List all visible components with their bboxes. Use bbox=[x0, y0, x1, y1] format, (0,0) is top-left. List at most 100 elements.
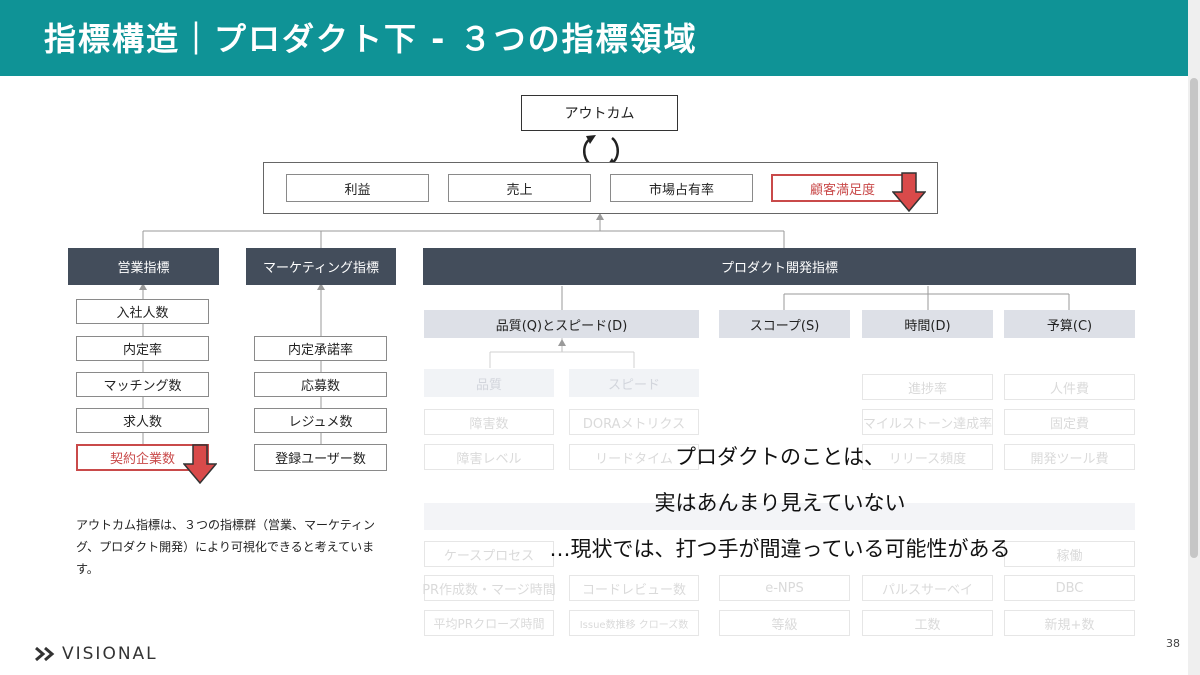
item-label: 入社人数 bbox=[116, 306, 169, 321]
subcategory-label: 時間(D) bbox=[904, 318, 951, 334]
faded-label: 障害数 bbox=[469, 416, 509, 432]
sales-item-highlighted: 契約企業数 bbox=[76, 444, 209, 471]
category-sales: 営業指標 bbox=[68, 248, 219, 285]
message-line: …現状では、打つ手が間違っている可能性がある bbox=[549, 537, 1011, 561]
faded-label: 稼働 bbox=[1056, 548, 1083, 564]
sales-item: マッチング数 bbox=[76, 372, 209, 397]
faded-label: e-NPS bbox=[765, 580, 804, 596]
sales-item: 内定率 bbox=[76, 336, 209, 361]
faded-item: マイルストーン達成率 bbox=[862, 409, 993, 435]
item-label: 求人数 bbox=[122, 415, 162, 430]
page-title: 指標構造｜プロダクト下 - ３つの指標領域 bbox=[44, 20, 698, 58]
visional-logo-icon bbox=[35, 646, 55, 662]
item-label: 登録ユーザー数 bbox=[275, 452, 366, 467]
header-bar: 指標構造｜プロダクト下 - ３つの指標領域 bbox=[0, 0, 1200, 76]
faded-item: 工数 bbox=[862, 610, 993, 636]
marketing-item: 登録ユーザー数 bbox=[254, 444, 387, 471]
faded-label: 等級 bbox=[771, 617, 798, 633]
faded-speed-header: スピード bbox=[569, 369, 699, 397]
faded-item: コードレビュー数 bbox=[569, 575, 699, 601]
faded-item: 障害レベル bbox=[424, 444, 554, 470]
faded-item: パルスサーベイ bbox=[862, 575, 993, 601]
item-label: マッチング数 bbox=[103, 379, 182, 394]
metric-label: 顧客満足度 bbox=[809, 182, 875, 198]
brand-logo: VISIONAL bbox=[34, 644, 158, 664]
faded-quality-header: 品質 bbox=[424, 369, 554, 397]
marketing-item: レジュメ数 bbox=[254, 408, 387, 433]
faded-item: 稼働 bbox=[1004, 541, 1135, 567]
faded-label: リリース頻度 bbox=[888, 451, 967, 467]
faded-item: 人件費 bbox=[1004, 374, 1135, 400]
faded-item: 開発ツール費 bbox=[1004, 444, 1135, 470]
faded-label: 人件費 bbox=[1049, 381, 1089, 397]
metric-sales: 売上 bbox=[448, 174, 591, 202]
scrollbar[interactable] bbox=[1188, 0, 1200, 675]
category-label: プロダクト開発指標 bbox=[720, 261, 838, 276]
faded-item: e-NPS bbox=[719, 575, 850, 601]
faded-item: リードタイム bbox=[569, 444, 699, 470]
category-product: プロダクト開発指標 bbox=[423, 248, 1136, 285]
product-subcategory-scope: スコープ(S) bbox=[719, 310, 850, 338]
logo-text: VISIONAL bbox=[62, 644, 158, 664]
faded-item: リリース頻度 bbox=[862, 444, 993, 470]
marketing-item: 内定承諾率 bbox=[254, 336, 387, 361]
faded-item: PR作成数・マージ時間 bbox=[422, 575, 556, 601]
subcategory-label: 品質(Q)とスピード(D) bbox=[495, 318, 628, 334]
metric-profit: 利益 bbox=[286, 174, 429, 202]
category-label: マーケティング指標 bbox=[263, 261, 379, 276]
faded-label: PR作成数・マージ時間 bbox=[422, 582, 556, 598]
faded-item: 平均PRクローズ時間 bbox=[424, 610, 554, 636]
faded-label: リードタイム bbox=[595, 451, 673, 467]
faded-label: 開発ツール費 bbox=[1030, 451, 1109, 467]
item-label: 内定承諾率 bbox=[287, 343, 353, 358]
metric-label: 利益 bbox=[344, 182, 371, 198]
faded-item: 進捗率 bbox=[862, 374, 993, 400]
faded-label: 工数 bbox=[914, 617, 941, 633]
faded-item: DORAメトリクス bbox=[569, 409, 699, 435]
item-label: 応募数 bbox=[300, 379, 340, 394]
metric-label: 市場占有率 bbox=[648, 182, 714, 198]
message-line: プロダクトのことは、 bbox=[675, 445, 885, 469]
faded-item: 障害数 bbox=[424, 409, 554, 435]
faded-label: 固定費 bbox=[1049, 416, 1089, 432]
faded-item: ケースプロセス bbox=[424, 541, 554, 567]
faded-label: スピード bbox=[607, 377, 660, 393]
sales-item: 入社人数 bbox=[76, 299, 209, 324]
subcategory-label: 予算(C) bbox=[1046, 318, 1093, 334]
outcome-box: アウトカム bbox=[521, 95, 678, 131]
sales-item: 求人数 bbox=[76, 408, 209, 433]
faded-label: DORAメトリクス bbox=[582, 416, 686, 432]
category-label: 営業指標 bbox=[117, 261, 170, 276]
down-arrow-icon bbox=[892, 172, 926, 212]
product-subcategory-budget: 予算(C) bbox=[1004, 310, 1135, 338]
product-subcategory-quality-speed: 品質(Q)とスピード(D) bbox=[424, 310, 699, 338]
faded-band bbox=[424, 503, 1135, 530]
faded-item: Issue数推移 クローズ数 bbox=[569, 610, 699, 636]
faded-item: 固定費 bbox=[1004, 409, 1135, 435]
overlay-message: プロダクトのことは、 実はあんまり見えていない …現状では、打つ手が間違っている… bbox=[420, 434, 1140, 572]
faded-label: 進捗率 bbox=[907, 381, 947, 397]
faded-item: 等級 bbox=[719, 610, 850, 636]
item-label: 契約企業数 bbox=[109, 452, 175, 467]
faded-label: ケースプロセス bbox=[443, 548, 535, 564]
faded-label: パルスサーベイ bbox=[881, 582, 973, 598]
item-label: レジュメ数 bbox=[288, 415, 353, 430]
scrollbar-thumb[interactable] bbox=[1190, 78, 1198, 558]
metric-label: 売上 bbox=[506, 182, 533, 198]
subcategory-label: スコープ(S) bbox=[749, 318, 820, 334]
faded-label: DBC bbox=[1055, 580, 1084, 596]
product-subcategory-time: 時間(D) bbox=[862, 310, 993, 338]
faded-label: 障害レベル bbox=[456, 451, 522, 467]
outcome-label: アウトカム bbox=[564, 106, 635, 122]
category-marketing: マーケティング指標 bbox=[246, 248, 396, 285]
faded-item: DBC bbox=[1004, 575, 1135, 601]
faded-label: Issue数推移 クローズ数 bbox=[579, 619, 689, 631]
message-line: 実はあんまり見えていない bbox=[654, 491, 906, 515]
faded-label: 品質 bbox=[475, 377, 502, 393]
metric-customer-satisfaction: 顧客満足度 bbox=[771, 174, 914, 202]
item-label: 内定率 bbox=[122, 343, 162, 358]
faded-item: 新規+数 bbox=[1004, 610, 1135, 636]
down-arrow-icon bbox=[183, 444, 217, 484]
page-number: 38 bbox=[1166, 637, 1180, 650]
